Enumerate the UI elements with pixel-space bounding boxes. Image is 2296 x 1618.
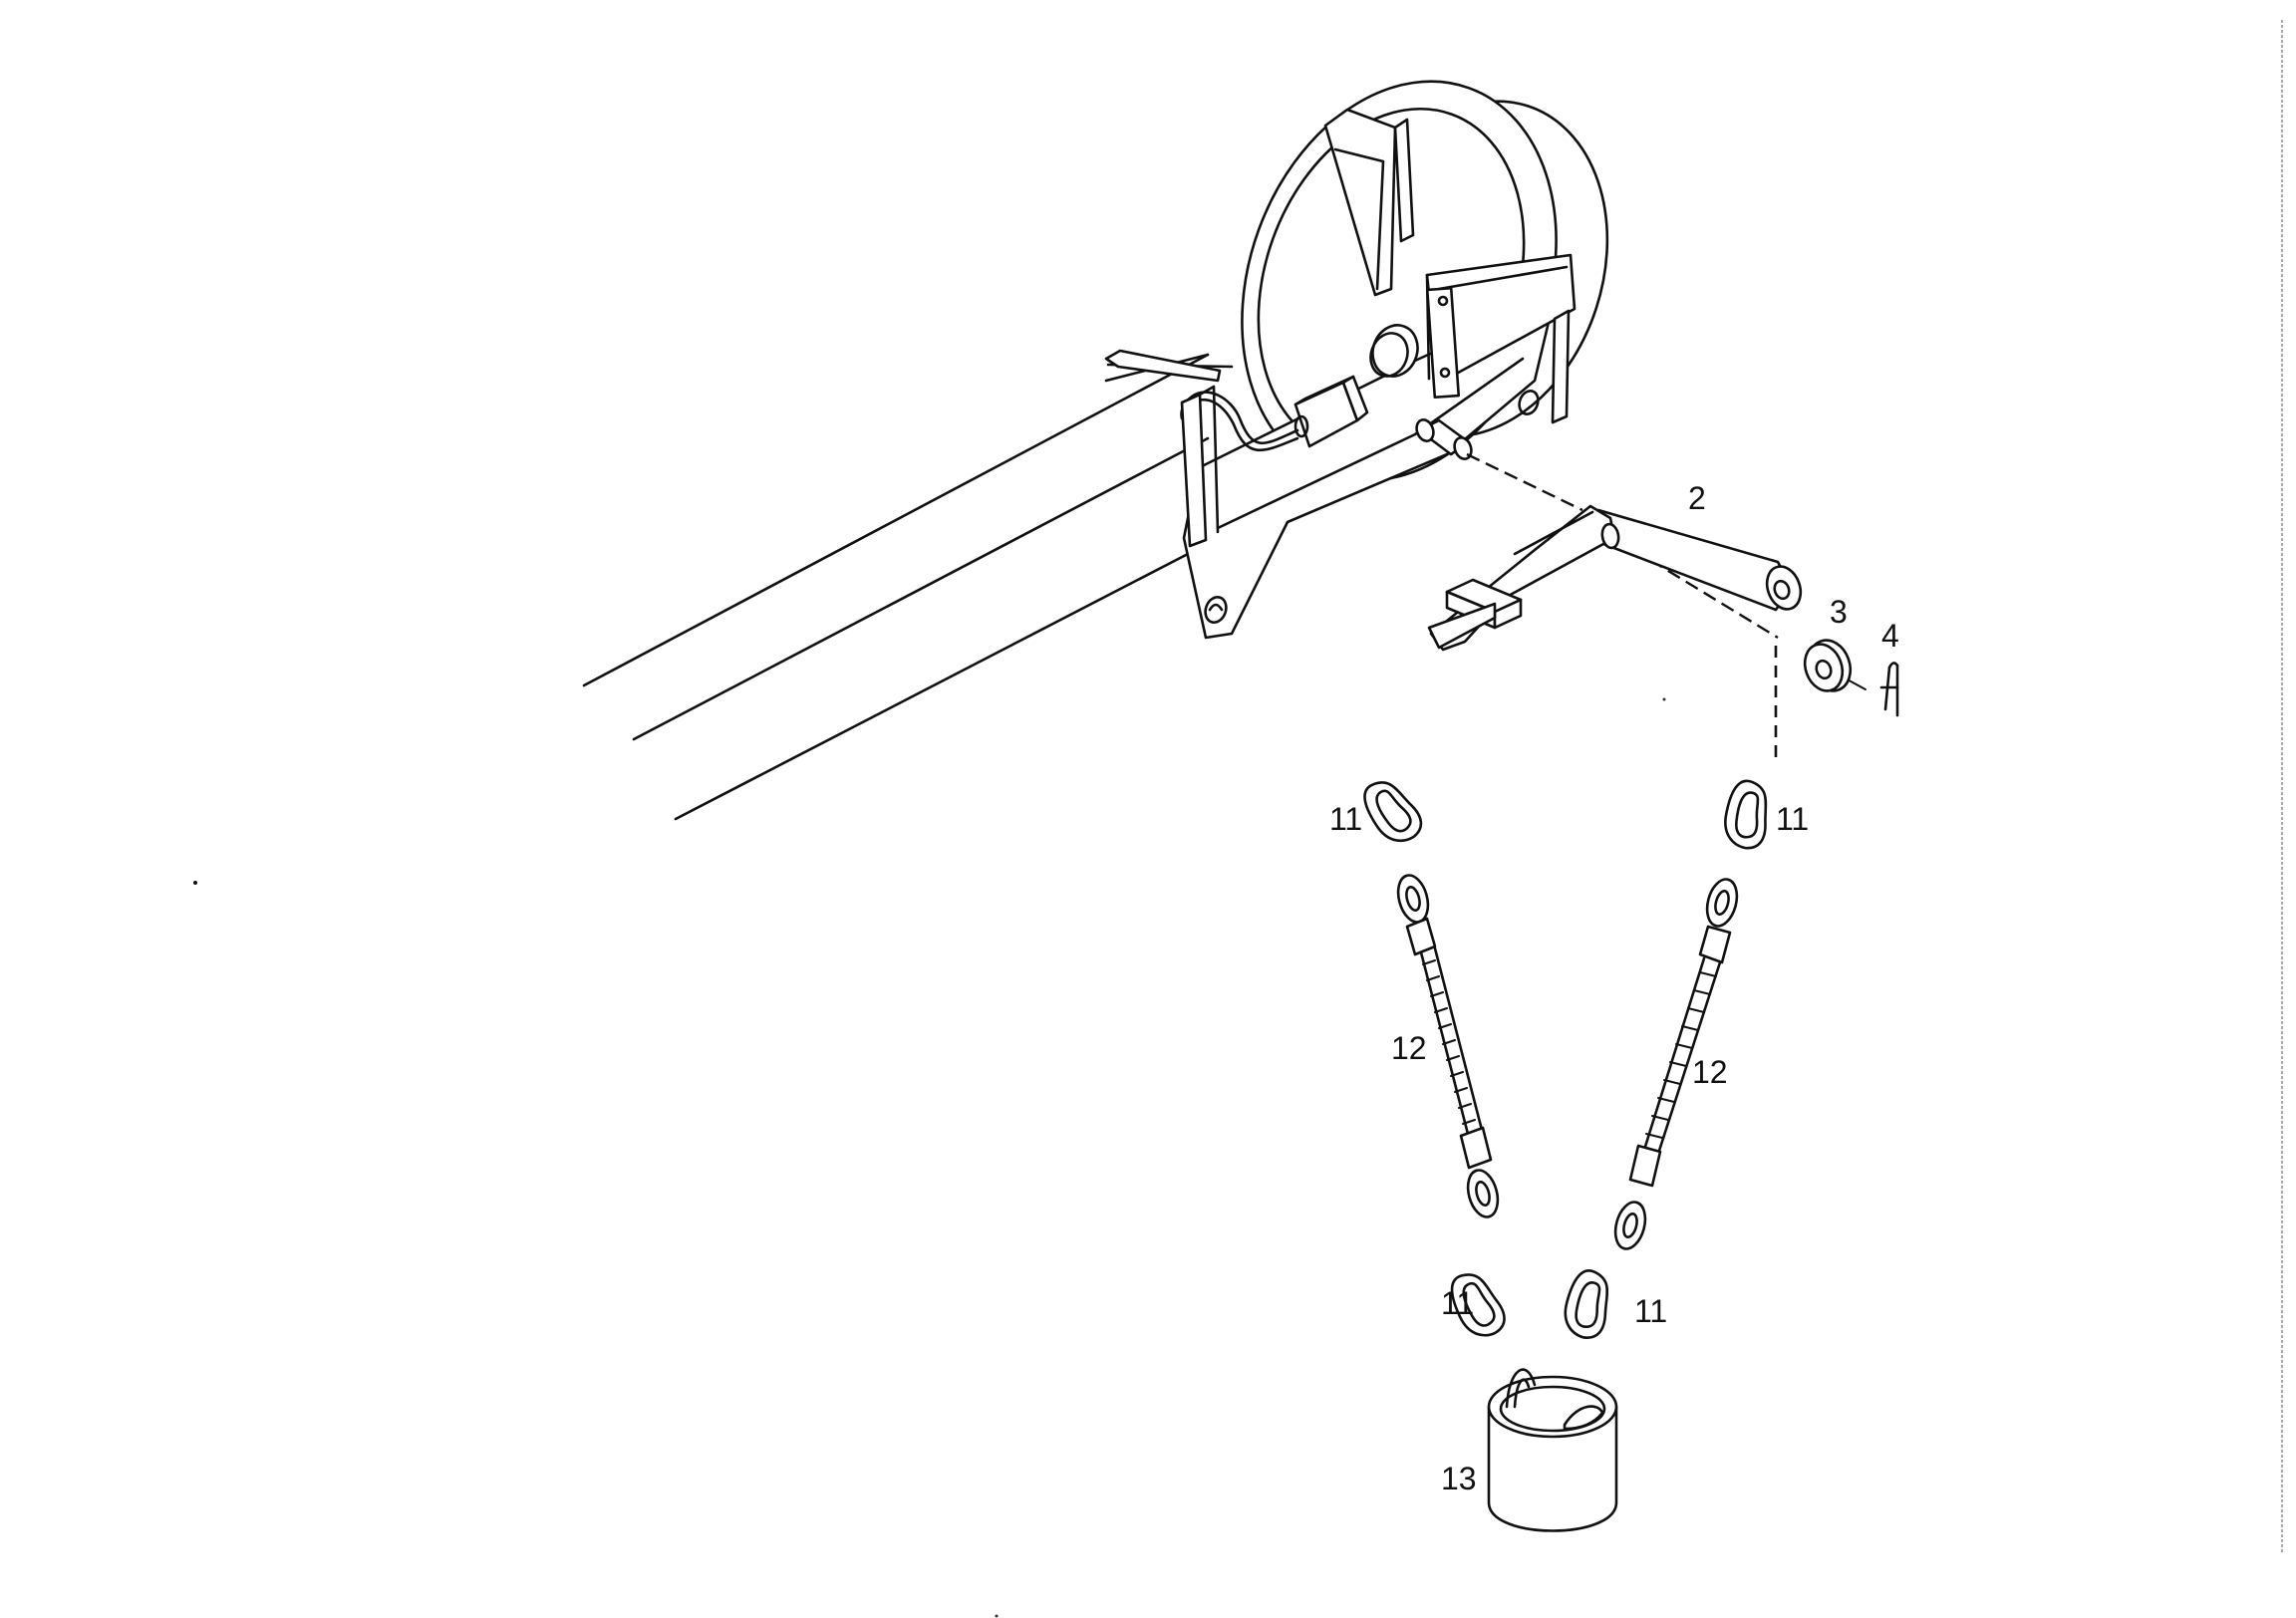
callout-crank-handle: 2 — [1688, 480, 1706, 516]
boom — [582, 353, 1234, 821]
shackles — [1363, 779, 1768, 1339]
callout-washer: 3 — [1830, 594, 1848, 630]
callout-sling-left: 12 — [1391, 1030, 1427, 1066]
crank-handle — [1427, 504, 1803, 652]
callout-cotter-pin: 4 — [1881, 618, 1899, 654]
callout-shackle-upper-right: 11 — [1776, 801, 1810, 837]
callout-weight: 13 — [1441, 1461, 1477, 1496]
weight — [1487, 1368, 1618, 1532]
sling-right — [1613, 878, 1739, 1250]
shackle-upper-left — [1363, 781, 1423, 843]
shackle-lower-left — [1450, 1273, 1506, 1337]
scan-marks — [193, 20, 2283, 1618]
washer — [1803, 639, 1853, 692]
callout-shackle-lower-right: 11 — [1634, 1293, 1668, 1329]
cotter-pin — [1879, 662, 1899, 717]
shackle-lower-right — [1564, 1269, 1609, 1339]
assembly-lines — [1466, 452, 1866, 757]
callout-shackle-lower-left: 11 — [1441, 1285, 1475, 1321]
mounting-plate — [1104, 253, 1577, 640]
callout-shackle-upper-left: 11 — [1329, 801, 1363, 837]
sling-left — [1396, 874, 1500, 1218]
callout-sling-right: 12 — [1692, 1054, 1728, 1090]
shackle-upper-right — [1724, 779, 1768, 850]
